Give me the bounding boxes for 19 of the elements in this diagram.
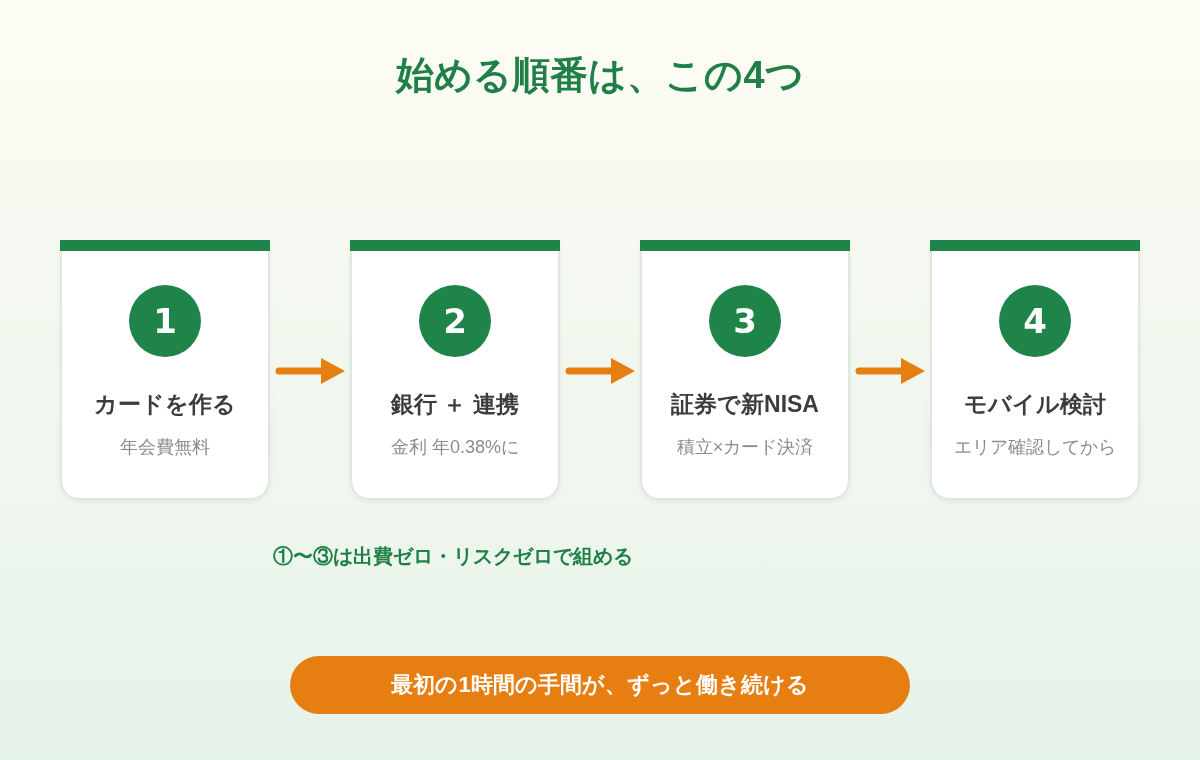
number-circle: 2 [419, 285, 491, 357]
step-note: エリア確認してから [954, 436, 1116, 459]
step-title: 銀行 ＋ 連携 [391, 390, 519, 419]
number-circle: 4 [999, 285, 1071, 357]
step-note: 年会費無料 [120, 436, 210, 459]
number-circle: 1 [129, 285, 201, 357]
step-title: カードを作る [94, 390, 236, 419]
step-title: 証券で新NISA [671, 390, 819, 419]
step-card [640, 240, 850, 500]
step-card [930, 240, 1140, 500]
title: 始める順番は、この4つ [396, 53, 804, 98]
step-note: 積立×カード決済 [676, 436, 814, 459]
message-banner: 最初の1時間の手間が、ずっと働き続ける [290, 656, 910, 714]
note-text: ①〜③は出費ゼロ・リスクゼロで組める [273, 544, 633, 569]
step-card [60, 240, 270, 500]
step-card [350, 240, 560, 500]
number-circle: 3 [709, 285, 781, 357]
step-title: モバイル検討 [964, 390, 1106, 419]
step-note: 金利 年0.38%に [391, 436, 519, 459]
